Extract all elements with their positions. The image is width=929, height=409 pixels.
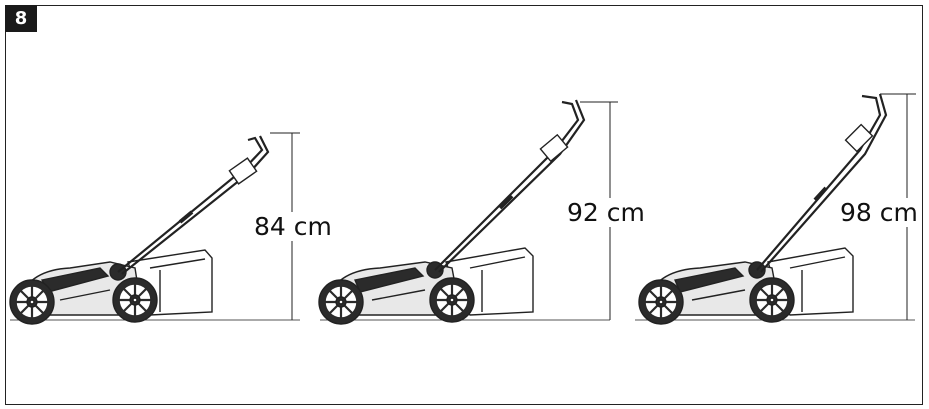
figure-frame (5, 5, 923, 405)
height-label-98cm: 98 cm (838, 198, 920, 227)
mower-1 (8, 132, 300, 326)
mower-3 (635, 93, 916, 326)
figure-number-badge: 8 (5, 5, 37, 32)
height-label-92cm: 92 cm (565, 198, 647, 227)
height-label-84cm: 84 cm (252, 212, 334, 241)
mower-2 (317, 99, 618, 326)
